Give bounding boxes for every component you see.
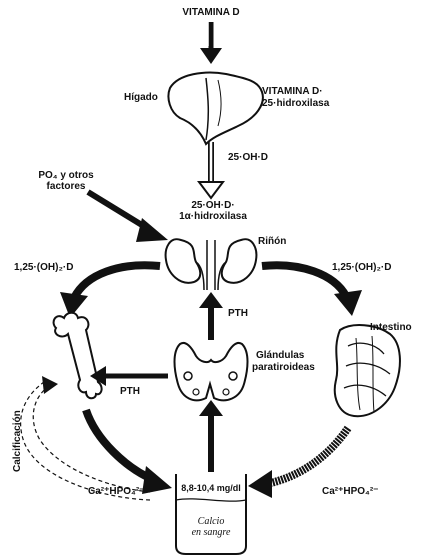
arrow-kidney-to-bone	[60, 265, 160, 318]
label-glandulas-line2: paratiroideas	[252, 362, 315, 374]
label-vitamina-d: VITAMINA D	[182, 7, 239, 19]
label-intestino: Intestino	[370, 322, 412, 334]
label-calcio-line2: en sangre	[192, 527, 231, 539]
arrow-liver-to-kidney	[199, 142, 223, 198]
label-calcio-range: 8,8-10,4 mg/dl	[181, 482, 241, 494]
label-calcificacion: Calcificación	[12, 410, 23, 472]
arrow-pth-to-kidney	[199, 292, 223, 340]
arrow-calcium-to-parathyroid	[199, 400, 223, 472]
arrow-bone-to-calcium	[86, 410, 172, 494]
label-ion-left: Ca²⁺HPO₄²⁻	[88, 486, 144, 498]
label-po4-line2: factores	[47, 181, 86, 193]
label-25-hydroxylase-line2: 25·hidroxilasa	[262, 98, 329, 110]
arrow-po4-to-kidney	[88, 192, 168, 242]
label-25-hydroxylase-line1: VITAMINA D·	[262, 86, 323, 98]
label-calcitriol-left: 1,25·(OH)₂·D	[14, 262, 73, 274]
arrow-vitd-to-liver	[200, 20, 222, 64]
label-ion-right: Ca²⁺HPO₄²⁻	[322, 486, 378, 498]
intestine-illustration	[335, 325, 400, 416]
label-pth-left: PTH	[120, 386, 140, 398]
arrow-pth-to-bone	[90, 366, 168, 386]
bone-illustration	[54, 313, 102, 399]
label-calcitriol-right: 1,25·(OH)₂·D	[332, 262, 391, 274]
liver-illustration	[168, 73, 262, 144]
label-pth-up: PTH	[228, 308, 248, 320]
label-higado: Hígado	[124, 92, 158, 104]
label-25-oh-d: 25·OH·D	[228, 152, 268, 164]
parathyroid-illustration	[175, 343, 248, 400]
kidney-illustration	[166, 239, 257, 290]
label-glandulas-line1: Glándulas	[256, 350, 304, 362]
label-1a-hydroxylase-line2: 1α·hidroxilasa	[179, 211, 247, 223]
label-rinon: Riñón	[258, 236, 286, 248]
